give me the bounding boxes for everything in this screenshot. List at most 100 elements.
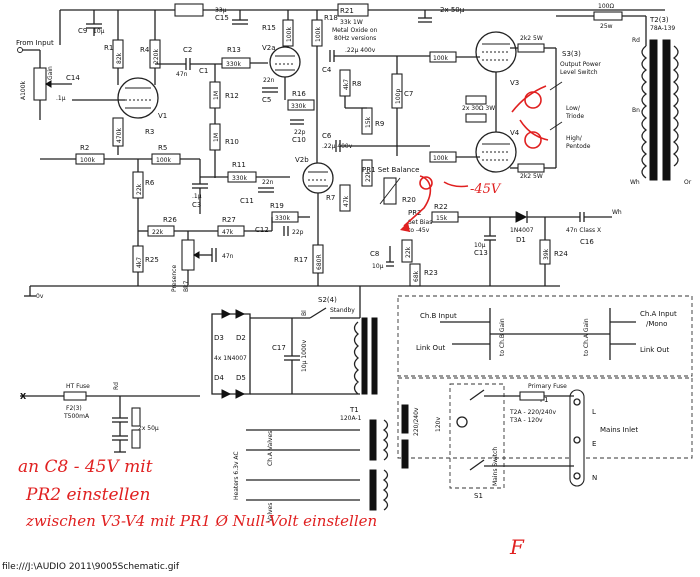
gain-pot: [33, 67, 47, 101]
r24-label: R24: [554, 250, 568, 258]
c13-value: 10µ: [474, 242, 486, 249]
r19-label: R19: [270, 202, 284, 210]
chb-gain-label: to Ch.B Gain: [499, 318, 506, 356]
c15-label: C15: [215, 14, 229, 22]
r4-label: R4: [140, 46, 150, 54]
r5-label: R5: [158, 144, 167, 152]
r22-value: 15k: [436, 215, 448, 222]
r100r-resistor: [593, 11, 623, 21]
r22k-value: 22k: [365, 170, 372, 182]
output-power-label: Output Power: [560, 61, 601, 68]
r20-label: R20: [402, 196, 416, 204]
c5-label: C5: [262, 96, 271, 104]
v2-section: 220k C15 33µ 100k R15 100k R18 V2a C5 22…: [174, 3, 338, 286]
note-line-1: an C8 - 45V mit: [18, 457, 153, 477]
r30-a-resistor: [465, 95, 487, 105]
mains-inlet-label: Mains Inlet: [600, 426, 638, 434]
mains-switch-frame: [449, 383, 505, 489]
bleeder-resistor-2: [131, 429, 141, 449]
v1-valve: [117, 77, 159, 119]
metal-oxide-note-2: 80Hz versions: [334, 35, 376, 42]
note-signature: F: [509, 535, 525, 559]
red-meter-icon: [524, 91, 542, 109]
ground-rail: 0v: [24, 285, 400, 300]
mains-inlet: [569, 389, 585, 487]
red-stroke-45: [443, 181, 469, 188]
s3-label: S3(3): [562, 50, 581, 58]
red-annotations: -45V an C8 - 45V mit PR2 einstellen zwis…: [18, 85, 549, 559]
r10-label: R10: [225, 138, 239, 146]
c14-label: C14: [66, 74, 80, 82]
red-probe-icon: [419, 176, 433, 190]
valves-label: Valves: [267, 503, 274, 522]
c1-label: C1: [199, 67, 208, 75]
r11-label: R11: [232, 161, 246, 169]
inlet-l-pin: [573, 398, 581, 406]
c13-label: C13: [474, 249, 488, 257]
v2b-valve: [302, 162, 334, 194]
d2-diode-icon: [235, 309, 246, 319]
r3-label: R3: [145, 128, 154, 136]
t1-core: [361, 317, 368, 395]
mains-frame: [397, 377, 693, 459]
d5-label: D5: [236, 374, 246, 382]
mains-winding-block-1: [401, 404, 409, 434]
t2-wh-label: Wh: [630, 179, 640, 186]
r22k-bias-value: 22k: [405, 246, 412, 258]
v3-label: V3: [510, 79, 519, 87]
c15-value: 33µ: [215, 7, 227, 14]
c47n-value: 47n: [222, 253, 234, 260]
c12-label: C12: [255, 226, 269, 234]
r12-value: 1M: [213, 91, 220, 100]
r26-label: R26: [163, 216, 177, 224]
c4-label: C4: [322, 66, 332, 74]
ht-fuse-label: HT Fuse: [66, 383, 90, 390]
c10-label: C10: [292, 136, 306, 144]
chb-input-label: Ch.B Input: [420, 312, 457, 320]
mains-section: Primary Fuse F1 T2A - 220/240v T3A - 120…: [233, 377, 693, 522]
pr1-label: PR1 Set Balance: [362, 166, 419, 174]
d5-diode-icon: [235, 389, 246, 399]
c3-label: C3: [192, 201, 201, 209]
c6-label: C6: [322, 132, 332, 140]
s2-label: S2(4): [318, 296, 337, 304]
r21-label: R21: [340, 7, 354, 15]
red-meter-icon-2: [524, 131, 542, 149]
r21-resistor: [337, 3, 369, 17]
t1-core-2: [371, 317, 378, 395]
d1-diode-icon: [515, 211, 528, 223]
mains-winding-block-2: [401, 439, 409, 469]
r9-value: 15k: [365, 116, 372, 128]
file-path-footer: file:///J:\AUDIO 2011\9005Schematic.gif: [2, 562, 180, 572]
c17-label: C17: [272, 344, 286, 352]
bl-label: Bl: [301, 310, 308, 316]
s1-label: S1: [474, 492, 483, 500]
r68k-value: 68k: [413, 270, 420, 282]
input-jacks-box: Ch.B Input to Ch.B Gain to Ch.A Gain Ch.…: [397, 295, 693, 377]
r10-value: 1M: [213, 133, 220, 142]
f1-fuse: [519, 391, 545, 401]
note-line-2: PR2 einstellen: [25, 485, 150, 505]
f2-fuse: [63, 391, 87, 401]
c2-value: 47n: [176, 71, 188, 78]
output-stage: V3 V4 2k2 5W 2k2 5W 2x 30Ω 3W S3(3) Outp…: [462, 3, 692, 186]
input-jack-icon: [17, 47, 23, 53]
c16-value: 47n Class X: [566, 227, 601, 234]
r2-label: R2: [80, 144, 89, 152]
r2k2b-label: 2k2 5W: [520, 173, 543, 180]
c16-label: C16: [580, 238, 594, 246]
link-out-label: Link Out: [416, 344, 446, 352]
presence-pot: [181, 239, 195, 271]
c14-value: .1µ: [56, 95, 66, 102]
t2-rd-label: Rd: [632, 37, 640, 44]
r16-resistor: [287, 99, 315, 111]
r7-resistor: [339, 184, 351, 212]
input-section: From Input A100k Gain C14 .1µ C9 10µ 82k…: [16, 10, 200, 214]
note-line-3: zwischen V3-V4 mit PR1 Ø Null-Volt einst…: [25, 512, 377, 530]
r2k2b-resistor: [517, 163, 545, 173]
r18-label: R18: [324, 14, 338, 22]
c2-label: C2: [183, 46, 192, 54]
high-label: High/: [566, 135, 583, 142]
r2k2a-resistor: [517, 43, 545, 53]
